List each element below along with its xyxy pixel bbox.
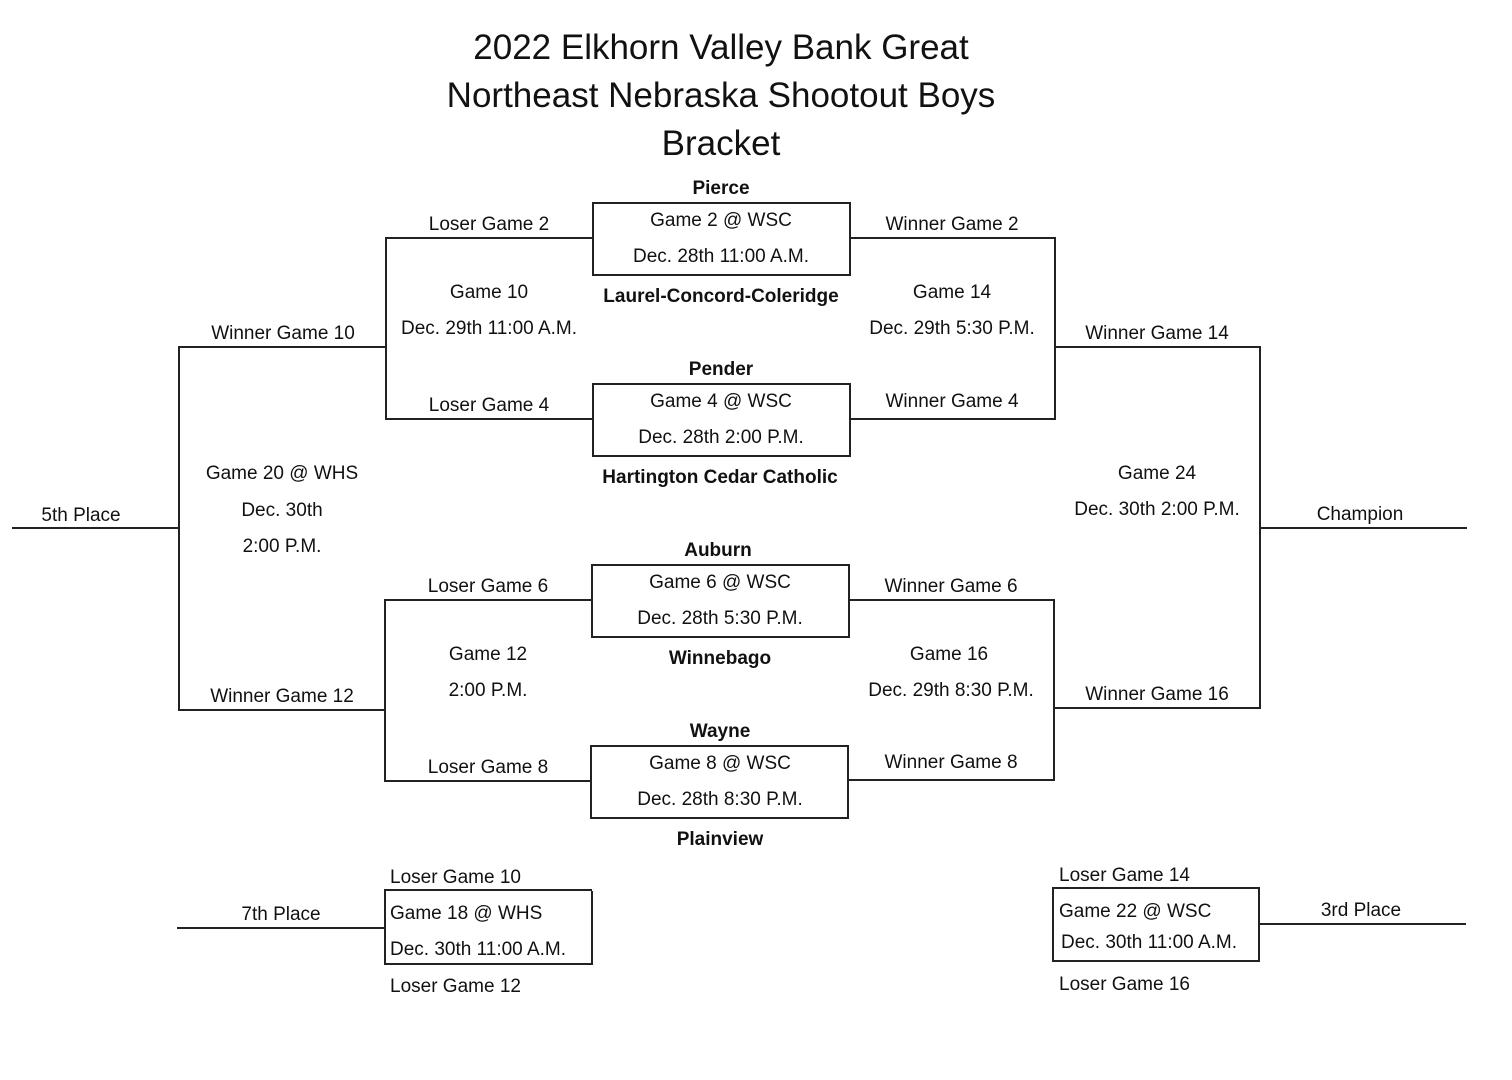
game-8-box [590, 745, 849, 819]
line-winner-g6 [848, 599, 1055, 601]
slot-loser-game-4: Loser Game 4 [428, 395, 550, 416]
game-2-time: Dec. 28th 11:00 A.M. [632, 246, 810, 267]
game-18-time: Dec. 30th 11:00 A.M. [390, 939, 567, 960]
slot-winner-game-2: Winner Game 2 [885, 214, 1019, 235]
line-fifth-place [12, 527, 180, 529]
bracket-title: 2022 Elkhorn Valley Bank Great Northeast… [0, 24, 1442, 168]
game-6-box [591, 564, 850, 638]
team-winnebago: Winnebago [668, 648, 772, 669]
line-g14-vertical [1054, 237, 1056, 420]
line-loser-g4 [385, 418, 593, 420]
team-pender: Pender [688, 359, 754, 380]
game-4-box [592, 383, 851, 457]
game-12-name: Game 12 [448, 644, 528, 665]
game-8-name: Game 8 @ WSC [649, 753, 791, 774]
line-winner-g4 [849, 418, 1056, 420]
game-16-name: Game 16 [909, 644, 989, 665]
line-champion [1259, 527, 1467, 529]
game-22-name: Game 22 @ WSC [1059, 901, 1212, 922]
team-auburn: Auburn [684, 540, 752, 561]
line-winner-g2 [849, 237, 1056, 239]
line-loser-g2 [385, 237, 593, 239]
slot-loser-game-16: Loser Game 16 [1059, 974, 1190, 995]
slot-loser-game-10: Loser Game 10 [390, 867, 521, 888]
game-4-time: Dec. 28th 2:00 P.M. [638, 427, 804, 448]
game-10-time: Dec. 29th 11:00 A.M. [400, 318, 578, 339]
line-loser-g8 [384, 780, 592, 782]
slot-winner-game-8: Winner Game 8 [884, 752, 1018, 773]
team-wayne: Wayne [689, 721, 751, 742]
game-8-time: Dec. 28th 8:30 P.M. [637, 789, 803, 810]
slot-winner-game-12: Winner Game 12 [210, 686, 354, 707]
game-2-name: Game 2 @ WSC [650, 210, 792, 231]
slot-loser-game-2: Loser Game 2 [428, 214, 550, 235]
game-24-name: Game 24 [1117, 463, 1197, 484]
place-champion: Champion [1316, 504, 1404, 525]
team-pierce: Pierce [692, 178, 750, 199]
slot-loser-game-6: Loser Game 6 [427, 576, 549, 597]
game-4-name: Game 4 @ WSC [650, 391, 792, 412]
place-fifth: 5th Place [41, 505, 121, 526]
place-third: 3rd Place [1320, 900, 1402, 921]
game-2-box [592, 202, 851, 276]
line-loser-g10 [384, 889, 592, 891]
slot-loser-game-12: Loser Game 12 [390, 976, 521, 997]
line-seventh-place [177, 927, 385, 929]
line-winner-g8 [848, 779, 1055, 781]
slot-loser-game-8: Loser Game 8 [427, 757, 549, 778]
game-18-box [384, 891, 593, 965]
game-6-time: Dec. 28th 5:30 P.M. [637, 608, 803, 629]
game-22-time: Dec. 30th 11:00 A.M. [1061, 932, 1238, 953]
title-line-1: 2022 Elkhorn Valley Bank Great [473, 28, 969, 67]
line-g16-vertical [1053, 599, 1055, 781]
line-loser-g6 [384, 599, 592, 601]
place-seventh: 7th Place [241, 904, 321, 925]
game-20-time: 2:00 P.M. [242, 536, 322, 557]
game-16-time: Dec. 29th 8:30 P.M. [868, 680, 1034, 701]
game-18-name: Game 18 @ WHS [390, 903, 543, 924]
title-line-3: Bracket [661, 124, 781, 163]
team-plainview: Plainview [676, 829, 764, 850]
slot-winner-game-16: Winner Game 16 [1085, 684, 1229, 705]
game-24-time: Dec. 30th 2:00 P.M. [1074, 499, 1240, 520]
slot-winner-game-14: Winner Game 14 [1085, 323, 1229, 344]
slot-loser-game-14: Loser Game 14 [1059, 865, 1190, 886]
game-20-date: Dec. 30th [241, 500, 323, 521]
line-winner-g12 [178, 709, 385, 711]
team-laurel-concord-coleridge: Laurel-Concord-Coleridge [603, 286, 839, 307]
slot-winner-game-6: Winner Game 6 [884, 576, 1018, 597]
line-winner-g10 [178, 346, 386, 348]
game-20-name: Game 20 @ WHS [205, 463, 359, 484]
game-14-time: Dec. 29th 5:30 P.M. [869, 318, 1035, 339]
title-line-2: Northeast Nebraska Shootout Boys [446, 76, 996, 115]
slot-winner-game-10: Winner Game 10 [211, 323, 355, 344]
line-third-place [1258, 923, 1466, 925]
line-winner-g14 [1054, 346, 1261, 348]
game-10-name: Game 10 [449, 282, 529, 303]
game-12-time: 2:00 P.M. [448, 680, 528, 701]
line-g10-vertical [385, 237, 387, 420]
game-14-name: Game 14 [912, 282, 992, 303]
game-6-name: Game 6 @ WSC [649, 572, 791, 593]
line-g12-vertical [384, 599, 386, 782]
game-22-box [1052, 887, 1260, 962]
team-hartington-cedar-catholic: Hartington Cedar Catholic [602, 467, 838, 488]
slot-winner-game-4: Winner Game 4 [885, 391, 1019, 412]
line-winner-g16 [1053, 707, 1261, 709]
